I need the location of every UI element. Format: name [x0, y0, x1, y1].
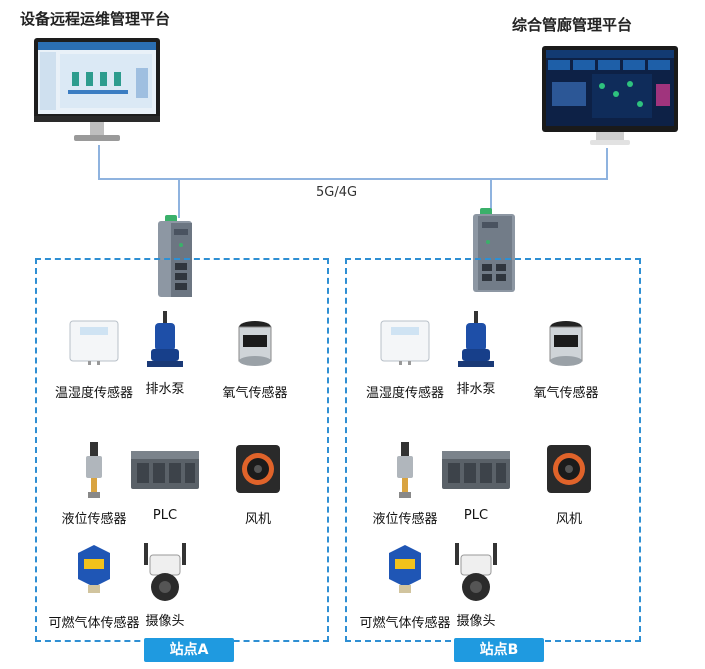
- combustible-gas-sensor-icon: [385, 543, 425, 599]
- plc-icon: [440, 447, 512, 497]
- router-b-icon: [470, 208, 520, 294]
- device-label: 可燃气体传感器: [48, 616, 140, 631]
- router-b-link: [490, 178, 492, 211]
- right-monitor-link: [606, 148, 608, 180]
- device-label: 温湿度传感器: [54, 386, 134, 401]
- fan-icon: [543, 441, 595, 501]
- network-label: 5G/4G: [316, 185, 358, 200]
- right-platform-title: 综合管廊管理平台: [512, 16, 633, 34]
- plc-icon: [129, 447, 201, 497]
- device-label: 氧气传感器: [222, 386, 288, 401]
- device-label: 摄像头: [456, 614, 496, 629]
- camera-icon: [453, 539, 499, 607]
- drainage-pump-icon: [456, 311, 496, 375]
- drainage-pump-icon: [145, 311, 185, 375]
- oxygen-sensor-icon: [544, 319, 588, 373]
- device-label: PLC: [152, 508, 178, 523]
- device-label: 氧气传感器: [533, 386, 599, 401]
- liquid-level-sensor-icon: [393, 442, 417, 502]
- left-monitor-icon: [28, 36, 168, 148]
- router-a-link: [178, 178, 180, 218]
- network-bus-line: [98, 178, 608, 180]
- device-label: 液位传感器: [372, 512, 438, 527]
- device-label: 可燃气体传感器: [359, 616, 451, 631]
- temperature-humidity-sensor-icon: [66, 317, 122, 369]
- device-label: 排水泵: [456, 382, 496, 397]
- right-monitor-icon: [540, 44, 680, 150]
- device-label: 风机: [555, 512, 583, 527]
- device-label: 风机: [244, 512, 272, 527]
- camera-icon: [142, 539, 188, 607]
- device-label: 液位传感器: [61, 512, 127, 527]
- combustible-gas-sensor-icon: [74, 543, 114, 599]
- left-platform-title: 设备远程运维管理平台: [20, 10, 171, 28]
- device-label: 排水泵: [145, 382, 185, 397]
- left-monitor-link: [98, 145, 100, 180]
- temperature-humidity-sensor-icon: [377, 317, 433, 369]
- site-a-badge: 站点A: [144, 638, 234, 662]
- device-label: 温湿度传感器: [365, 386, 445, 401]
- router-a-icon: [155, 215, 205, 299]
- oxygen-sensor-icon: [233, 319, 277, 373]
- device-label: 摄像头: [145, 614, 185, 629]
- site-b-badge: 站点B: [454, 638, 544, 662]
- fan-icon: [232, 441, 284, 501]
- liquid-level-sensor-icon: [82, 442, 106, 502]
- device-label: PLC: [463, 508, 489, 523]
